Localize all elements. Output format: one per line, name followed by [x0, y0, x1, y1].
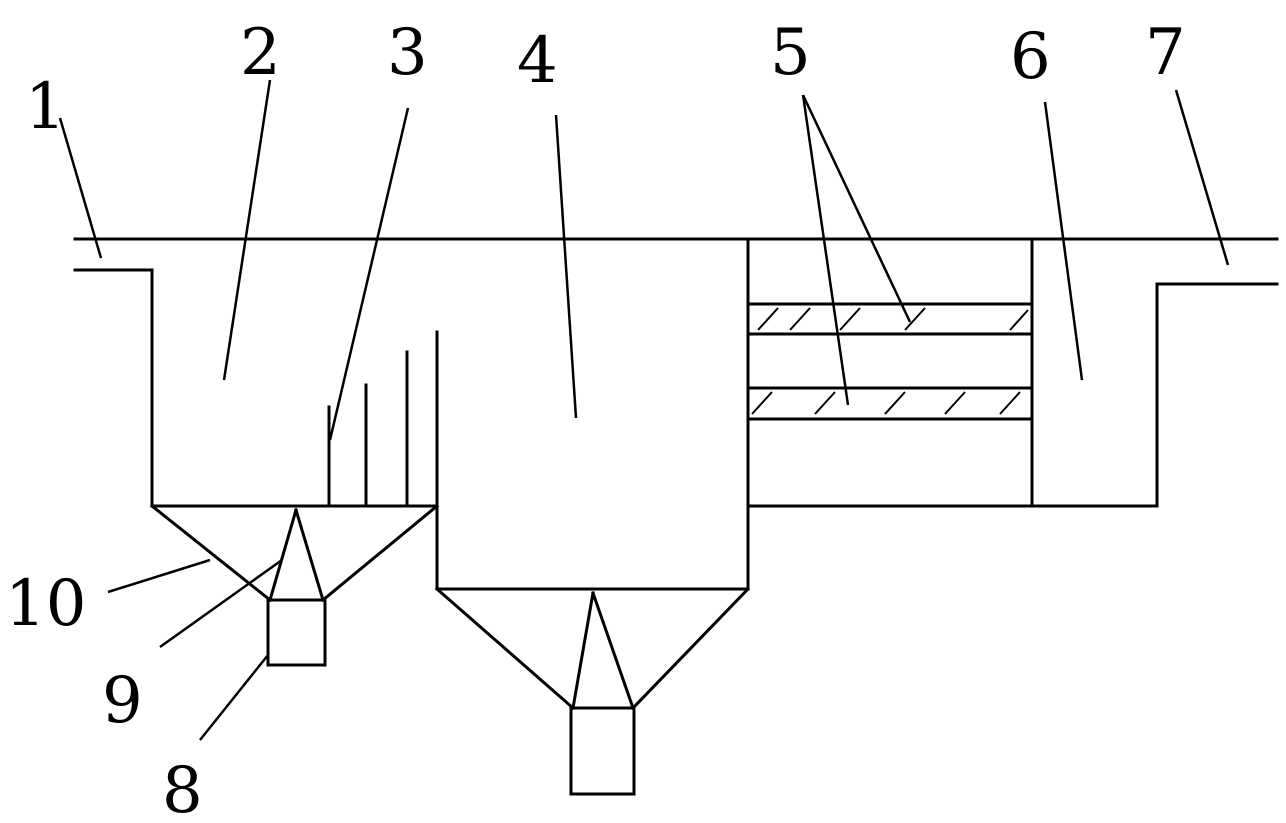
filter-layer-hatching — [751, 307, 1029, 415]
sludge-collector-box — [266, 598, 327, 667]
part-labels: 1 2 3 4 5 6 7 8 9 10 — [5, 16, 1186, 823]
leader-line-6 — [1043, 101, 1084, 381]
cone-left — [268, 508, 298, 602]
label-7: 7 — [1145, 16, 1186, 90]
hopper-right-wall — [630, 586, 751, 711]
first-hopper — [149, 503, 440, 667]
label-6: 6 — [1010, 20, 1051, 94]
cone-right — [591, 591, 635, 710]
main-chamber-walls — [435, 504, 750, 591]
leader-line-1 — [58, 117, 103, 259]
hopper-right-wall — [320, 503, 440, 603]
leader-line-7 — [1174, 89, 1230, 266]
leader-line-8 — [199, 654, 269, 741]
cone-right — [294, 508, 325, 602]
label-5: 5 — [770, 16, 811, 90]
label-3: 3 — [387, 16, 428, 90]
label-8: 8 — [162, 754, 203, 823]
leader-lines — [58, 79, 1230, 741]
sludge-collector-box — [569, 706, 636, 796]
label-10: 10 — [5, 567, 86, 641]
label-1: 1 — [25, 70, 66, 144]
leader-line-2 — [222, 79, 272, 381]
leader-line-5 — [801, 94, 912, 323]
hopper-left-wall — [149, 503, 273, 603]
leader-line-5 — [801, 94, 850, 406]
filter-section — [746, 237, 1159, 508]
outlet-pipe — [1155, 282, 1279, 508]
label-9: 9 — [102, 664, 143, 738]
baffle-plates — [327, 330, 439, 508]
leader-line-3 — [328, 107, 410, 441]
label-4: 4 — [517, 24, 558, 98]
main-chamber — [434, 237, 751, 796]
leader-line-9 — [159, 558, 283, 649]
label-2: 2 — [240, 16, 281, 90]
hopper-left-wall — [434, 586, 576, 711]
leader-line-4 — [554, 114, 578, 419]
leader-line-10 — [107, 558, 211, 594]
inlet-pipe — [73, 268, 439, 508]
cone-left — [571, 591, 595, 710]
